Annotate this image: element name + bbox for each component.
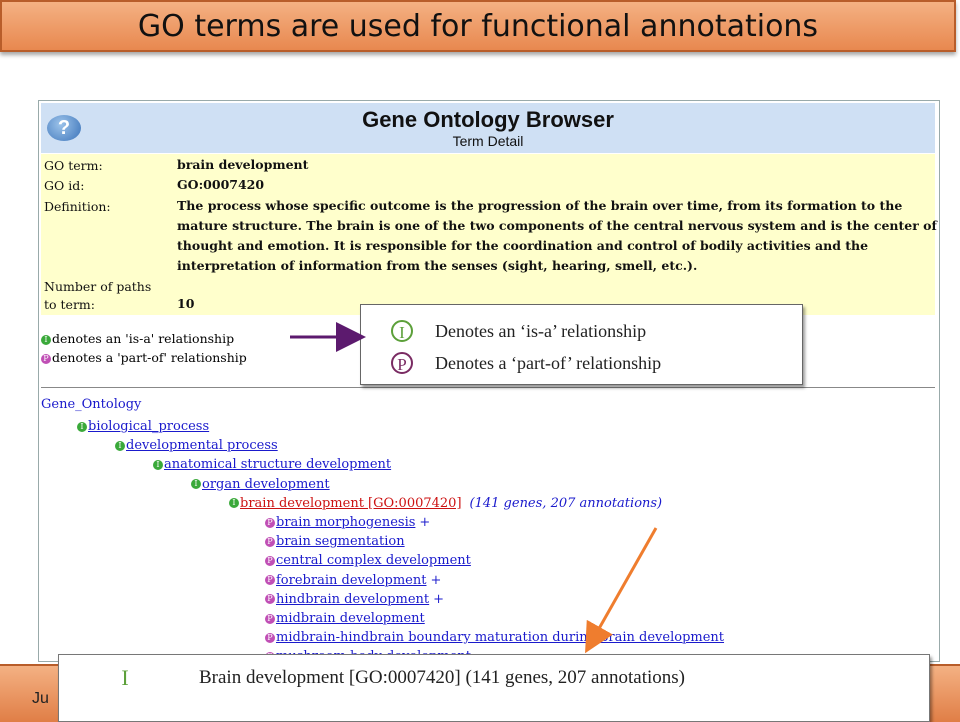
detail-value-go-term: brain development [177, 157, 309, 172]
is-a-badge-icon: I [115, 440, 125, 451]
expand-plus-icon[interactable]: + [430, 572, 442, 588]
browser-header: ? Gene Ontology Browser Term Detail [41, 103, 935, 153]
part-of-ring-icon: P [391, 352, 413, 374]
part-of-badge-icon: P [265, 536, 275, 547]
tree-item-label[interactable]: midbrain development [276, 611, 425, 626]
bottom-callout: I Brain development [GO:0007420] (141 ge… [58, 654, 930, 722]
browser-subtitle: Term Detail [452, 133, 524, 149]
legend-is-a-text: denotes an 'is-a' relationship [52, 331, 235, 346]
is-a-badge-icon: I [191, 479, 201, 490]
is-a-badge-icon: I [229, 498, 239, 509]
tree-item-label[interactable]: biological_process [88, 419, 210, 434]
divider [41, 387, 935, 388]
annotation-counts[interactable]: (141 genes, 207 annotations) [469, 495, 663, 511]
is-a-ring-icon: I [391, 320, 413, 342]
callout-is-a-text: Denotes an ‘is-a’ relationship [435, 320, 647, 341]
tree-item-label[interactable]: brain development [GO:0007420] [240, 495, 462, 511]
help-icon[interactable]: ? [47, 115, 81, 141]
tree-item-label[interactable]: developmental process [126, 438, 278, 454]
legend-callout: I Denotes an ‘is-a’ relationship P Denot… [360, 304, 803, 385]
callout-row-is-a: I Denotes an ‘is-a’ relationship [391, 320, 646, 342]
tree-item-label[interactable]: organ development [202, 476, 330, 492]
part-of-badge-icon: P [265, 555, 275, 566]
part-of-badge-icon: P [265, 575, 275, 586]
is-a-badge-icon: I [111, 665, 139, 691]
part-of-badge-icon: P [265, 613, 275, 624]
orange-arrow [585, 527, 658, 654]
slide-title-bar: GO terms are used for functional annotat… [0, 0, 956, 52]
detail-value-go-id: GO:0007420 [177, 177, 265, 192]
part-of-badge-icon: P [265, 517, 275, 528]
bottom-callout-text: Brain development [GO:0007420] (141 gene… [199, 667, 685, 688]
tree-item-label[interactable]: anatomical structure development [164, 457, 392, 473]
tree-item-label[interactable]: forebrain development [276, 572, 427, 588]
callout-row-part-of: P Denotes a ‘part-of’ relationship [391, 352, 661, 374]
part-of-badge-icon: P [265, 594, 275, 605]
detail-label-definition: Definition: [44, 199, 111, 214]
detail-value-paths: 10 [177, 296, 195, 311]
is-a-badge-icon: I [153, 459, 163, 470]
detail-value-definition: The process whose specific outcome is th… [177, 198, 937, 273]
tree-item-label[interactable]: central complex development [276, 553, 471, 569]
expand-plus-icon[interactable]: + [433, 591, 445, 607]
browser-title: Gene Ontology Browser [362, 107, 614, 132]
part-of-badge-icon: P [41, 353, 51, 364]
tree-item-label[interactable]: brain segmentation [276, 534, 405, 550]
tree-item-label[interactable]: hindbrain development [276, 591, 430, 607]
detail-label-to-term: to term: [44, 297, 95, 312]
legend-part-of-text: denotes a 'part-of' relationship [52, 350, 247, 365]
expand-plus-icon[interactable]: + [419, 515, 431, 530]
is-a-badge-icon: I [41, 334, 51, 345]
term-detail-panel: GO term: brain development GO id: GO:000… [41, 154, 937, 315]
tree-item-label[interactable]: brain morphogenesis [276, 515, 416, 530]
detail-label-go-id: GO id: [44, 178, 85, 193]
detail-label-go-term: GO term: [44, 158, 103, 173]
callout-part-of-text: Denotes a ‘part-of’ relationship [435, 352, 662, 373]
detail-label-paths: Number of paths [44, 279, 152, 294]
is-a-badge-icon: I [77, 421, 87, 432]
tree-root[interactable]: Gene_Ontology [41, 397, 142, 412]
part-of-badge-icon: P [265, 632, 275, 643]
slide-footer-text: Ju [32, 690, 49, 707]
slide-title: GO terms are used for functional annotat… [137, 8, 819, 44]
